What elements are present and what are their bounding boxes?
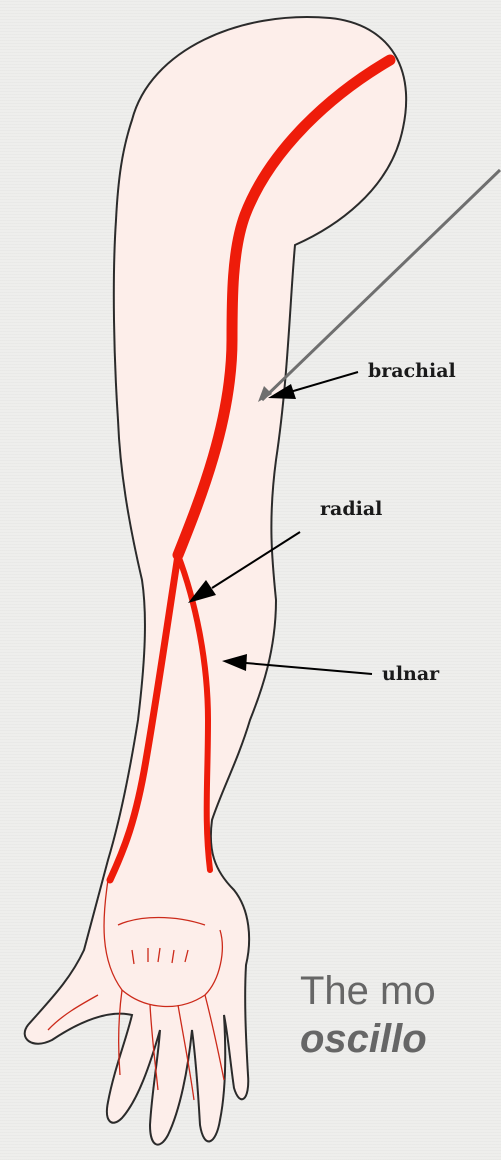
caption-line-1: The mo (300, 968, 436, 1014)
caption-line-2: oscillo (300, 1016, 427, 1062)
ulnar-label: ulnar (382, 663, 440, 685)
radial-label: radial (320, 498, 382, 520)
brachial-label: brachial (368, 360, 456, 382)
